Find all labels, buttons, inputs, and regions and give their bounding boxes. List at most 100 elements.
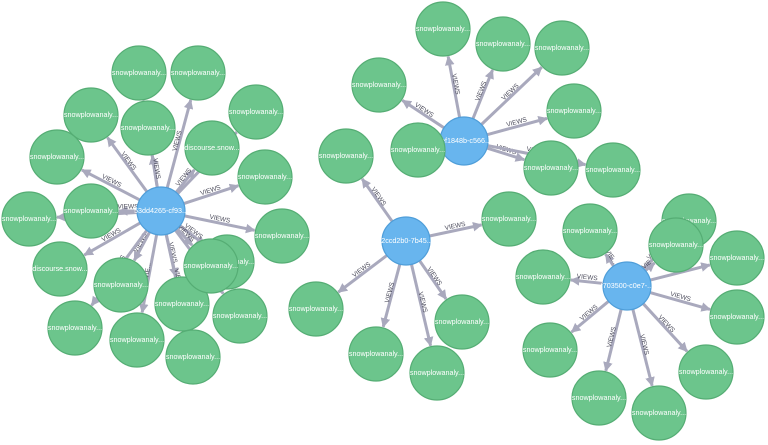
page-node-circle[interactable]: [154, 276, 210, 332]
page-node-circle[interactable]: [165, 329, 221, 385]
page-node-circle[interactable]: [184, 120, 240, 176]
views-edge[interactable]: [80, 168, 141, 202]
views-edge[interactable]: [176, 227, 194, 247]
page-node-circle[interactable]: [515, 249, 571, 305]
page-node-circle[interactable]: [318, 128, 374, 184]
views-edge[interactable]: [642, 302, 689, 353]
views-edge[interactable]: [410, 264, 434, 347]
page-node-circle[interactable]: [254, 208, 310, 264]
page-node[interactable]: snowplowanaly...: [562, 203, 618, 259]
page-node-circle[interactable]: [523, 140, 579, 196]
page-node-circle[interactable]: [585, 142, 641, 198]
page-node[interactable]: snowplowanaly...: [318, 128, 374, 184]
page-node-circle[interactable]: [288, 281, 344, 337]
page-node-circle[interactable]: [409, 345, 465, 401]
page-node-circle[interactable]: [120, 100, 176, 156]
page-node[interactable]: snowplowanaly...: [63, 183, 119, 239]
page-node[interactable]: snowplowanaly...: [120, 100, 176, 156]
page-node[interactable]: snowplowanaly...: [348, 326, 404, 382]
page-node-circle[interactable]: [415, 1, 471, 57]
page-node[interactable]: snowplowanaly...: [415, 1, 471, 57]
page-node[interactable]: snowplowanaly...: [534, 20, 590, 76]
user-node[interactable]: f2ccd2b0-7b45...: [379, 216, 433, 266]
views-edge[interactable]: [649, 262, 711, 282]
views-edge[interactable]: [184, 214, 256, 234]
page-node-circle[interactable]: [546, 83, 602, 139]
views-edge[interactable]: [174, 168, 196, 194]
page-node-circle[interactable]: [678, 344, 734, 400]
page-node-circle[interactable]: [390, 122, 446, 178]
page-node[interactable]: snowplowanaly...: [475, 16, 531, 72]
page-node[interactable]: snowplowanaly...: [351, 57, 407, 113]
page-node-circle[interactable]: [111, 45, 167, 101]
page-node-circle[interactable]: [1, 191, 57, 247]
views-edge[interactable]: [360, 178, 394, 223]
views-edge[interactable]: [471, 69, 494, 120]
page-node[interactable]: discourse.snow...: [32, 241, 88, 297]
page-node[interactable]: snowplowanaly...: [709, 289, 765, 345]
page-node-circle[interactable]: [522, 322, 578, 378]
views-edge[interactable]: [165, 99, 194, 189]
page-node-circle[interactable]: [562, 203, 618, 259]
page-node[interactable]: snowplowanaly...: [93, 257, 149, 313]
page-node-circle[interactable]: [32, 241, 88, 297]
page-node-circle[interactable]: [534, 20, 590, 76]
views-edge[interactable]: [649, 291, 711, 312]
views-edge[interactable]: [418, 259, 448, 300]
page-node[interactable]: snowplowanaly...: [546, 83, 602, 139]
user-node-circle[interactable]: [136, 186, 186, 236]
user-node-circle[interactable]: [602, 261, 652, 311]
page-node-circle[interactable]: [212, 288, 268, 344]
views-edge[interactable]: [570, 300, 610, 334]
page-node[interactable]: snowplowanaly...: [109, 312, 165, 368]
page-node[interactable]: snowplowanaly...: [63, 87, 119, 143]
views-edge[interactable]: [631, 308, 655, 387]
page-node[interactable]: snowplowanaly...: [434, 294, 490, 350]
page-node[interactable]: snowplowanaly...: [154, 276, 210, 332]
page-node[interactable]: snowplowanaly...: [515, 249, 571, 305]
views-edge[interactable]: [148, 154, 159, 188]
page-node[interactable]: snowplowanaly...: [409, 345, 465, 401]
page-node[interactable]: snowplowanaly...: [585, 142, 641, 198]
page-node-circle[interactable]: [631, 385, 687, 441]
page-node-circle[interactable]: [571, 370, 627, 426]
page-node-circle[interactable]: [170, 45, 226, 101]
views-edge[interactable]: [445, 55, 462, 118]
page-node-circle[interactable]: [228, 84, 284, 140]
page-node[interactable]: snowplowanaly...: [183, 238, 239, 294]
views-edge[interactable]: [480, 66, 543, 126]
page-node-circle[interactable]: [109, 312, 165, 368]
page-node-circle[interactable]: [348, 326, 404, 382]
page-node-circle[interactable]: [351, 57, 407, 113]
views-edge[interactable]: [486, 116, 548, 137]
page-node[interactable]: snowplowanaly...: [288, 281, 344, 337]
page-node-circle[interactable]: [29, 129, 85, 185]
page-node-circle[interactable]: [709, 289, 765, 345]
page-node-circle[interactable]: [434, 294, 490, 350]
views-edge[interactable]: [83, 221, 141, 257]
page-node[interactable]: snowplowanaly...: [111, 45, 167, 101]
views-edge[interactable]: [603, 308, 623, 372]
page-node-circle[interactable]: [63, 183, 119, 239]
views-edge[interactable]: [138, 234, 159, 314]
page-node[interactable]: snowplowanaly...: [165, 329, 221, 385]
page-node[interactable]: snowplowanaly...: [709, 230, 765, 286]
page-node[interactable]: snowplowanaly...: [648, 217, 704, 273]
views-edge[interactable]: [401, 99, 445, 130]
page-node-circle[interactable]: [709, 230, 765, 286]
page-node[interactable]: snowplowanaly...: [170, 45, 226, 101]
views-edge[interactable]: [183, 183, 240, 205]
page-node-circle[interactable]: [183, 238, 239, 294]
page-node[interactable]: snowplowanaly...: [571, 370, 627, 426]
views-edge[interactable]: [604, 253, 615, 267]
page-node-circle[interactable]: [481, 191, 537, 247]
user-node[interactable]: 53dd4265-cf93...: [134, 186, 188, 236]
page-node-circle[interactable]: [63, 87, 119, 143]
views-edge[interactable]: [380, 263, 402, 328]
views-edge[interactable]: [644, 261, 656, 273]
page-node[interactable]: snowplowanaly...: [228, 84, 284, 140]
page-node-circle[interactable]: [648, 217, 704, 273]
views-edge[interactable]: [132, 231, 151, 262]
page-node[interactable]: snowplowanaly...: [523, 140, 579, 196]
